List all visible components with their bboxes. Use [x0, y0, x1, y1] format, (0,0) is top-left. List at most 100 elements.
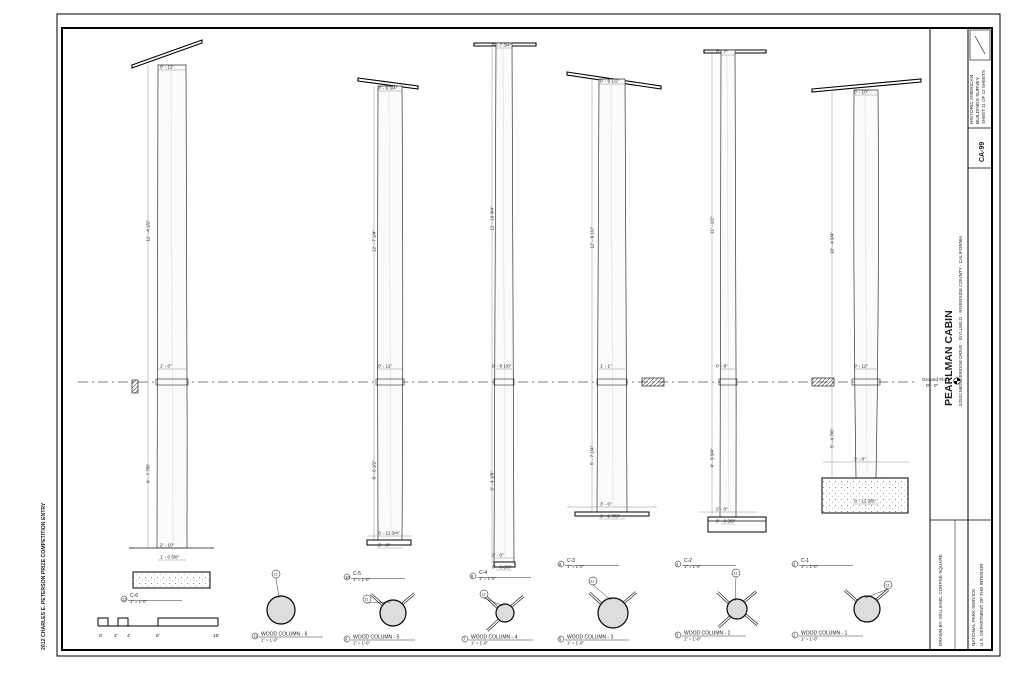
plan-label: WOOD COLUMN - 1	[801, 631, 848, 637]
joist-section	[641, 377, 665, 387]
bottom-width-dim: 2' - 0"	[492, 553, 504, 558]
elevation-number: 6	[559, 562, 562, 567]
base-width-dim: 1' - 0 5/8"	[160, 555, 180, 560]
base-plinth	[493, 561, 516, 568]
top-width-dim: 0' - 9 3/4"	[378, 86, 398, 91]
elevation-number: 8	[471, 574, 474, 579]
floor-crossing-mark	[155, 378, 189, 386]
column-group-6: 10' - 4 3/4"5' - 4 7/8"0' - 10"0' - 11"3…	[791, 78, 922, 642]
plan-scale: 1" = 1'-0"	[353, 641, 370, 646]
plan-tag-leader	[483, 597, 504, 607]
plan-scale: 1" = 1'-0"	[471, 641, 488, 646]
elevation-number-circle	[557, 560, 565, 568]
datum-marker-icon	[953, 377, 961, 385]
mid-width-dim: 1' - 1"	[600, 364, 612, 369]
column-group-4: 12' - 6 1/2" 5' - 7 1/4" 0' - 9 1/2" 1' - 1…	[557, 71, 665, 646]
elevation-number-circle	[343, 573, 351, 581]
plan-number-circle	[461, 635, 469, 643]
top-width-dim: 0' - 7 3/4"	[492, 43, 512, 48]
lower-length-dim: 5' - 4 7/8"	[830, 428, 835, 448]
bottom-width-dim: 3' - 0"	[854, 457, 866, 462]
scale-bar: 0' 2' 4' 8' 16'	[97, 617, 219, 639]
plan-spoke	[875, 588, 889, 600]
scale-tick-4: 16'	[213, 633, 219, 639]
elevation-scale: 1" = 1'-0"	[801, 564, 818, 569]
elevation-label: C-3	[567, 558, 575, 564]
base-width-dim: 1' - 2 7/8"	[600, 514, 620, 519]
plan-number-circle	[251, 632, 259, 640]
top-width-dim: 0' - 9 1/2"	[600, 79, 620, 84]
upper-length-dim: 11' - 1/2"	[710, 216, 715, 234]
elevation-scale: 1" = 1'-0"	[567, 564, 584, 569]
plan-tag: 11	[886, 584, 890, 588]
plan-tag-leader	[734, 576, 737, 602]
sheet-id: CA-99	[979, 142, 986, 162]
bottom-width-dim: 2' - 0"	[716, 507, 728, 512]
project-address: 52520 MIDDLERIDGE DRIVE · IDYLLWILD · RI…	[958, 235, 963, 406]
floor-crossing-mark	[375, 378, 405, 386]
elevation-label: C-2	[684, 558, 692, 564]
ground-floor-elevation: 0' - 0"	[926, 383, 939, 389]
top-width-dim: 0' - 11"	[160, 65, 174, 70]
elevation-number: 12	[122, 597, 127, 602]
bottom-width-dim: 3' - 0"	[600, 502, 612, 507]
wood-grain-line	[726, 55, 730, 512]
top-width-dim: 0' - 7"	[716, 50, 728, 55]
plan-label: WOOD COLUMN - 5	[353, 635, 400, 641]
plan-label: WOOD COLUMN - 2	[684, 631, 731, 637]
column-plan-circle	[379, 599, 407, 627]
wood-grain-line	[864, 95, 868, 473]
elevation-label: C-6	[130, 593, 138, 599]
plan-spoke	[717, 615, 730, 627]
plan-tag: 11	[482, 593, 486, 597]
plan-tag-circle	[588, 576, 598, 586]
elevation-label: C-1	[801, 558, 809, 564]
elevation-scale: 1" = 1'-0"	[353, 577, 370, 582]
plan-spoke	[487, 620, 500, 632]
sheet-count: SHEET 11 OF 12 SHEETS	[981, 70, 986, 124]
plan-tag: 11	[591, 580, 595, 584]
plan-spoke	[743, 590, 756, 602]
plan-tag-leader	[864, 588, 889, 599]
base-width-dim: 0' - 8 3/8"	[716, 519, 736, 524]
scale-tick-3: 8'	[156, 633, 160, 639]
mid-width-dim: 0' - 11"	[854, 364, 868, 369]
column-group-5: 11' - 1/2"4' - 9 3/4"0' - 7"0' - 8"2' - …	[674, 49, 767, 642]
elevation-label: C-5	[353, 571, 361, 577]
plan-spoke	[844, 590, 857, 602]
plan-tag-circle	[883, 580, 893, 590]
lower-length-dim: 6' - 0 1/2"	[372, 460, 377, 480]
plan-number: 11	[253, 634, 258, 639]
plan-number: 3	[676, 633, 679, 638]
upper-length-dim: 12' - 6 1/2"	[590, 226, 595, 248]
plan-label: WOOD COLUMN - 3	[567, 635, 614, 641]
beam-outline	[131, 39, 203, 69]
column-group-1: 11' - 4 1/2"6' - 7 7/8"0' - 11"1' - 0"2'…	[120, 39, 323, 643]
plan-number-circle	[674, 631, 682, 639]
plan-scale: 1" = 1'-0"	[567, 641, 584, 646]
plan-number-circle	[791, 631, 799, 639]
scale-tick-1: 2'	[114, 633, 118, 639]
plan-tag-leader	[592, 584, 612, 601]
plan-number-circle	[557, 635, 565, 643]
elevation-label: C-4	[479, 570, 487, 576]
concrete-pier	[821, 477, 909, 514]
base-width-dim: 0' - 8 3/8"	[492, 565, 512, 570]
drawn-by: DRAWN BY: WILLIAMS, CORPSE-SQUARE	[938, 554, 943, 646]
elevation-number-circle	[120, 595, 128, 603]
bottom-width-dim: 0' - 11 3/4"	[378, 531, 400, 536]
bottom-width-dim: 2' - 10"	[160, 543, 175, 548]
floor-crossing-mark	[718, 378, 738, 386]
elevation-number-circle	[791, 560, 799, 568]
elevation-number: 2	[793, 562, 796, 567]
column-group-2: 12' - 7 1/4"6' - 0 1/2"0' - 9 3/4"0' - 1…	[343, 77, 419, 646]
plan-number: 5	[559, 637, 562, 642]
agency-line-1: NATIONAL PARK SERVICE	[971, 589, 976, 646]
plan-spoke	[589, 591, 603, 604]
lower-length-dim: 5' - 7 1/4"	[590, 445, 595, 465]
outer-border	[56, 13, 1001, 657]
lower-length-dim: 5' - 4 1/8"	[490, 471, 495, 491]
plan-spoke	[716, 592, 729, 604]
plan-tag-circle	[479, 589, 489, 599]
competition-note: 2012 CHARLES E. PETERSON PRIZE COMPETITI…	[41, 502, 47, 650]
